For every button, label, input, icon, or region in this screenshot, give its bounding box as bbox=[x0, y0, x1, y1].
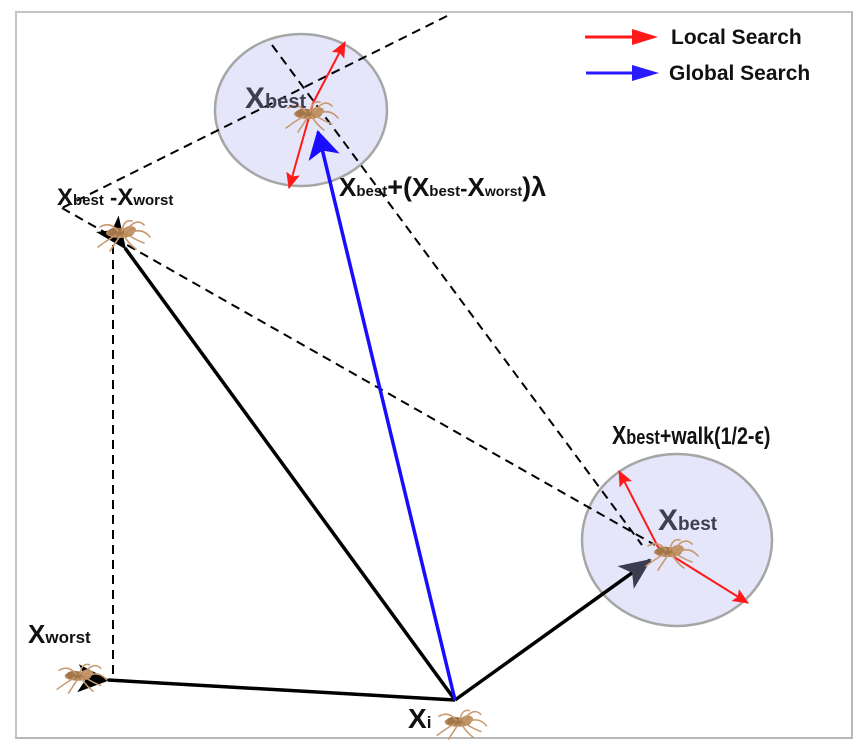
vector-xi-to-xbest-right bbox=[453, 558, 652, 702]
label-xworst: Xworst bbox=[28, 619, 91, 649]
label-global-formula: Xbest+(Xbest-Xworst)λ bbox=[339, 172, 546, 202]
dashed-line-top-to-right bbox=[271, 44, 643, 546]
spider-xi bbox=[436, 709, 488, 740]
dashed-line-diagonal-top bbox=[61, 15, 448, 209]
dashed-line-mid-to-right bbox=[61, 207, 656, 546]
vector-xi-to-diff bbox=[96, 215, 457, 702]
label-xbest-top: Xbest bbox=[245, 82, 306, 115]
vector-global-search bbox=[308, 130, 457, 701]
label-xbest-right: Xbest bbox=[658, 504, 718, 537]
legend-item-global-search: Global Search bbox=[586, 62, 810, 85]
svg-text:Global Search: Global Search bbox=[669, 62, 810, 85]
vector-xi-to-xworst bbox=[77, 664, 456, 702]
label-xi: Xi bbox=[408, 703, 431, 734]
spider-diff bbox=[97, 219, 151, 252]
local-search-arrow-right-up bbox=[618, 470, 659, 548]
svg-text:Local Search: Local Search bbox=[671, 26, 802, 49]
blue-arrow-icon bbox=[586, 65, 659, 81]
local-search-arrow-top-up bbox=[312, 41, 346, 104]
legend-item-local-search: Local Search bbox=[585, 26, 802, 49]
label-xbest-minus-xworst: Xbest -Xworst bbox=[57, 184, 173, 211]
red-arrow-icon bbox=[585, 29, 658, 45]
legend: Local Search Global Search bbox=[585, 26, 810, 85]
spider-xworst bbox=[56, 663, 108, 694]
label-xbest-walk: Xbest+walk(1/2-ϵ) bbox=[612, 421, 770, 451]
